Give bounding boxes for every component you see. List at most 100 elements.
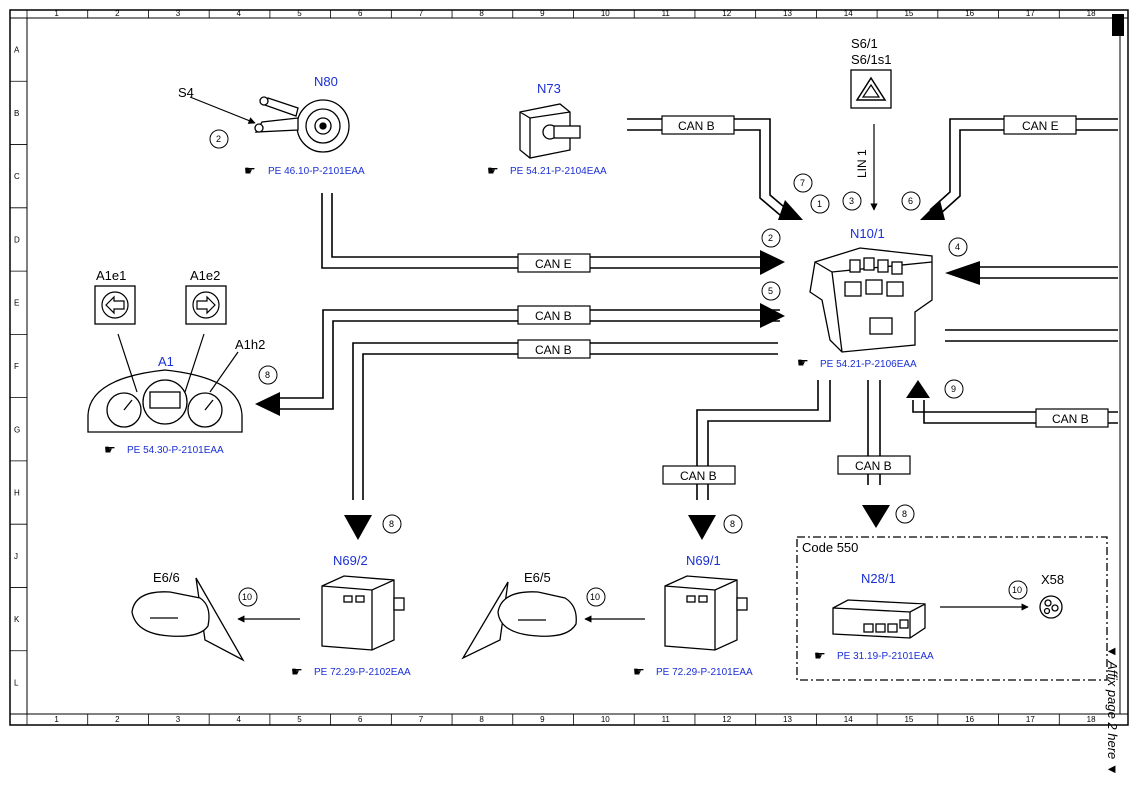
svg-text:2: 2: [768, 233, 773, 243]
svg-text:1: 1: [817, 199, 822, 209]
n80-label: N80: [314, 74, 338, 89]
code-550-label: Code 550: [802, 540, 858, 555]
can-b-box-1: [517, 305, 591, 325]
svg-text:8: 8: [902, 509, 907, 519]
a1e1-label: A1e1: [96, 268, 126, 283]
svg-text:10: 10: [590, 592, 600, 602]
grid-col-label: 2: [115, 715, 120, 724]
svg-text:CAN B: CAN B: [535, 309, 572, 323]
n69-2-ref: PE 72.29-P-2102EAA: [314, 667, 411, 678]
svg-text:CAN B: CAN B: [855, 459, 892, 473]
bus-arrowheads: [255, 200, 980, 540]
grid-row-label: F: [14, 362, 19, 371]
grid-col-label: 12: [722, 715, 731, 724]
s4-pointer: [189, 96, 256, 124]
grid-col-label: 14: [844, 715, 853, 724]
grid-col-label: 6: [358, 9, 363, 18]
pe-icon-n80: ☛: [244, 163, 256, 178]
grid-row-label: H: [14, 489, 20, 498]
svg-text:8: 8: [265, 370, 270, 380]
grid-col-label: 13: [783, 9, 792, 18]
pe-icon-n10-1: ☛: [797, 355, 809, 370]
svg-text:CAN B: CAN B: [1052, 412, 1089, 426]
left-turn-indicator-icon: [94, 285, 136, 325]
grid-row-label: D: [14, 235, 20, 244]
can-e-box-top: [1003, 115, 1077, 135]
grid-col-label: 16: [965, 715, 974, 724]
left-mirror-icon: [131, 577, 245, 662]
grid-row-label: C: [14, 172, 20, 181]
right-mirror-icon: [461, 581, 577, 660]
grid-col-label: 10: [601, 9, 610, 18]
bus-lines: [275, 118, 1118, 500]
grid-col-label: 4: [237, 715, 242, 724]
s4-label: S4: [178, 85, 194, 100]
a1e2-pointer: [184, 333, 205, 393]
grid-col-label: 9: [540, 9, 545, 18]
grid-col-label: 10: [601, 715, 610, 724]
n28-1-label: N28/1: [861, 571, 896, 586]
n80-combination-switch-icon: [254, 96, 350, 153]
grid-col-label: 11: [662, 9, 671, 18]
a1h2-label: A1h2: [235, 337, 265, 352]
s6-1s1-label: S6/1s1: [851, 52, 891, 67]
svg-text:10: 10: [1012, 585, 1022, 595]
grid-col-label: 18: [1087, 9, 1096, 18]
grid-row-label: G: [14, 425, 20, 434]
n80-ref: PE 46.10-P-2101EAA: [268, 166, 365, 177]
grid-left: A B C D E F G H J K L: [10, 17, 27, 687]
corner-mark: [1112, 14, 1124, 36]
hazard-switch-icon: [850, 69, 892, 109]
svg-text:10: 10: [242, 592, 252, 602]
s6-1-label: S6/1: [851, 36, 878, 51]
grid-col-label: 3: [176, 9, 181, 18]
grid-top: 1122334455667788991010111112121313141415…: [26, 9, 1096, 725]
can-b-box-2: [517, 339, 591, 359]
svg-text:6: 6: [908, 196, 913, 206]
can-b-box-top: [661, 115, 735, 135]
grid-row-label: K: [14, 615, 20, 624]
grid-col-label: 17: [1026, 9, 1035, 18]
grid-col-label: 17: [1026, 715, 1035, 724]
grid-row-label: B: [14, 109, 19, 118]
grid-col-label: 15: [904, 715, 913, 724]
svg-text:CAN B: CAN B: [680, 469, 717, 483]
n73-label: N73: [537, 81, 561, 96]
grid-col-label: 5: [297, 715, 302, 724]
grid-row-label: L: [14, 678, 19, 687]
pe-icon-n69-1: ☛: [633, 664, 645, 679]
grid-row-label: E: [14, 299, 19, 308]
svg-text:3: 3: [849, 196, 854, 206]
grid-row-label: A: [14, 46, 20, 55]
grid-row-label: J: [14, 552, 18, 561]
svg-text:5: 5: [768, 286, 773, 296]
a1e2-label: A1e2: [190, 268, 220, 283]
n69-2-label: N69/2: [333, 553, 368, 568]
svg-text:CAN E: CAN E: [535, 257, 572, 271]
grid-col-label: 13: [783, 715, 792, 724]
svg-text:8: 8: [389, 519, 394, 529]
n73-ignition-switch-icon: [519, 103, 581, 159]
x58-label: X58: [1041, 572, 1064, 587]
svg-text:CAN B: CAN B: [535, 343, 572, 357]
svg-text:8: 8: [730, 519, 735, 529]
can-b-box-right: [1035, 408, 1109, 428]
grid-col-label: 8: [479, 9, 484, 18]
svg-text:7: 7: [800, 178, 805, 188]
lin1-label: LIN 1: [855, 149, 869, 178]
svg-text:9: 9: [951, 384, 956, 394]
grid-col-label: 4: [237, 9, 242, 18]
code-550-box: [796, 536, 1108, 681]
grid-col-label: 3: [176, 715, 181, 724]
n10-1-label: N10/1: [850, 226, 885, 241]
n69-2-door-module-icon: [321, 575, 405, 651]
pe-icon-n69-2: ☛: [291, 664, 303, 679]
n10-1-ref: PE 54.21-P-2106EAA: [820, 359, 917, 370]
n73-ref: PE 54.21-P-2104EAA: [510, 166, 607, 177]
n28-1-trailer-module-icon: [832, 599, 926, 639]
grid-col-label: 14: [844, 9, 853, 18]
n69-1-door-module-icon: [664, 575, 748, 651]
e6-5-label: E6/5: [524, 570, 551, 585]
grid-col-label: 8: [479, 715, 484, 724]
